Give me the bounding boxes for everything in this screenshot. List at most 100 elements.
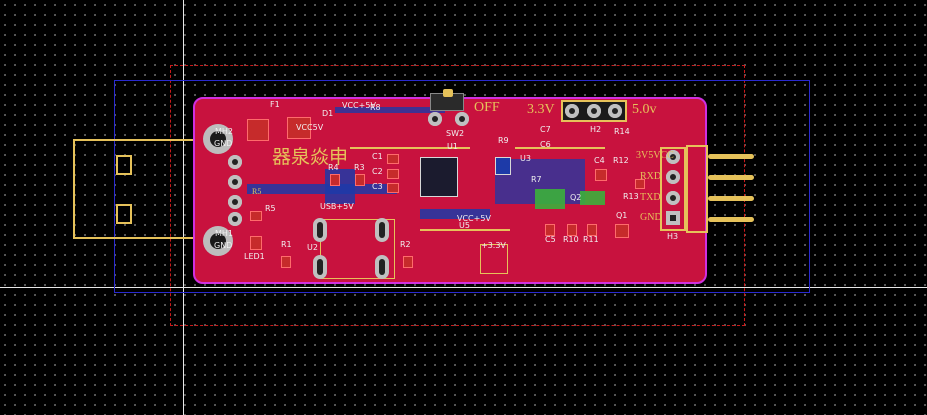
pad-r10[interactable] (567, 224, 577, 236)
label-r4: R4 (328, 163, 339, 172)
ic-u1[interactable] (420, 157, 458, 197)
label-usb5v: USB+5V (320, 202, 354, 211)
guide-vertical (183, 0, 184, 415)
usb-plug-outline (73, 139, 195, 239)
pad-c2[interactable] (387, 169, 399, 179)
trace-blue-3 (420, 209, 490, 219)
jumper-pin-2[interactable] (587, 104, 601, 118)
label-r9: R9 (498, 136, 509, 145)
header-h3[interactable] (660, 147, 686, 231)
label-h2: H2 (590, 125, 602, 134)
label-d1: D1 (322, 109, 334, 118)
usb-slot-3[interactable] (313, 255, 327, 279)
pad-r5[interactable] (250, 211, 262, 221)
via-4[interactable] (228, 212, 242, 226)
fuse-f1-pad-a[interactable] (247, 119, 269, 141)
pad-r2[interactable] (403, 256, 413, 268)
pad-r13[interactable] (635, 179, 645, 189)
usb-slot-1[interactable] (313, 218, 327, 242)
label-q2: Q2 (570, 193, 582, 202)
via-2[interactable] (228, 175, 242, 189)
label-r11: R11 (583, 235, 599, 244)
mh1-label: MH1 (215, 229, 234, 238)
label-r7: R7 (531, 175, 542, 184)
label-h3: H3 (667, 232, 679, 241)
pad-c4[interactable] (595, 169, 607, 181)
sw2-pin-2[interactable] (455, 112, 469, 126)
gnd-top-label: GND (214, 139, 233, 148)
label-v33: +3.3V (481, 241, 506, 250)
mh2-label: MH2 (215, 127, 234, 136)
via-3[interactable] (228, 195, 242, 209)
fuse-f1-pad-b[interactable] (287, 117, 311, 139)
label-r13: R13 (623, 192, 639, 201)
label-vcc5v-top: VCC5V (296, 123, 324, 132)
label-h3-gnd: GND (640, 212, 662, 223)
label-u3: U3 (520, 154, 531, 163)
label-r3: R3 (354, 163, 365, 172)
label-f1: F1 (270, 100, 280, 109)
label-h3-txd: TXD (640, 192, 661, 203)
h3-lead-1 (708, 154, 754, 159)
label-led1: LED1 (244, 252, 265, 261)
pcb-board[interactable] (193, 97, 707, 284)
h3-lead-3 (708, 196, 754, 201)
label-r10: R10 (563, 235, 579, 244)
label-c4: C4 (594, 156, 605, 165)
usb-connector-u2[interactable] (320, 219, 395, 279)
trace-blue-5 (335, 107, 445, 113)
mounting-hole-top[interactable] (203, 124, 233, 154)
bounding-outline (114, 80, 810, 293)
h3-pin-2[interactable] (666, 170, 680, 184)
label-vcc-plus5v: VCC+5V (342, 101, 376, 110)
label-r12: R12 (613, 156, 629, 165)
pad-c3[interactable] (387, 183, 399, 193)
h3-pin-1[interactable] (666, 150, 680, 164)
label-h3-vcc: 3V5VCC (636, 150, 674, 161)
overlay-line-2 (420, 229, 510, 231)
usb-slot-2[interactable] (375, 218, 389, 242)
r5-side-label: R5 (252, 187, 262, 196)
pad-led1[interactable] (250, 236, 262, 250)
label-h3-rxd: RXD (640, 171, 662, 182)
label-r2: R2 (400, 240, 411, 249)
label-3v3: 3.3V (527, 102, 555, 117)
h3-pin-4[interactable] (666, 211, 680, 225)
jumper-pin-1[interactable] (565, 104, 579, 118)
ic-u5[interactable] (480, 244, 508, 274)
jumper-pin-3[interactable] (608, 104, 622, 118)
pad-r1[interactable] (281, 256, 291, 268)
gnd-bottom-label: GND (214, 241, 233, 250)
label-off: OFF (474, 100, 500, 115)
label-vcc5v-mid: VCC+5V (457, 214, 491, 223)
pad-r4[interactable] (330, 174, 340, 186)
pad-c1[interactable] (387, 154, 399, 164)
via-1[interactable] (228, 155, 242, 169)
trace-blue-1 (247, 184, 397, 194)
usb-slot-4[interactable] (375, 255, 389, 279)
label-r1: R1 (281, 240, 292, 249)
h3-lead-2 (708, 175, 754, 180)
label-q1: Q1 (616, 211, 628, 220)
h3-lead-4 (708, 217, 754, 222)
ic-u3[interactable] (495, 157, 511, 175)
label-c1: C1 (372, 152, 383, 161)
trace-green (535, 189, 565, 209)
mounting-hole-bottom[interactable] (203, 226, 233, 256)
label-u5: U5 (459, 221, 470, 230)
label-c6: C6 (540, 140, 551, 149)
h3-pin-3[interactable] (666, 191, 680, 205)
keepout-outline (170, 65, 745, 326)
pad-r11[interactable] (587, 224, 597, 236)
pad-q1[interactable] (615, 224, 629, 238)
pad-r3[interactable] (355, 174, 365, 186)
switch-knob[interactable] (443, 89, 453, 97)
chinese-overlay-text: 器泉焱申 (272, 147, 349, 168)
overlay-line-1 (350, 147, 470, 149)
trace-green-2 (580, 191, 605, 205)
sw2-pin-1[interactable] (428, 112, 442, 126)
guide-horizontal (0, 287, 927, 288)
label-c5: C5 (545, 235, 556, 244)
label-r14: R14 (614, 127, 630, 136)
pad-c5[interactable] (545, 224, 555, 236)
